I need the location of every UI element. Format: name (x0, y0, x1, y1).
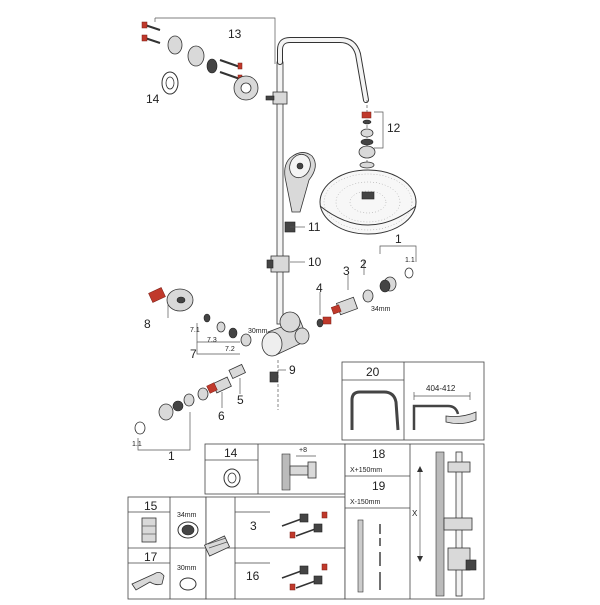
handle-group-left: 1.1 1 (132, 387, 209, 463)
wrench-icon (131, 572, 165, 591)
callout-9: 9 (289, 363, 296, 377)
bolts-bottom (281, 563, 328, 591)
rod-long (357, 519, 364, 593)
panel-20: 20 404-412 (341, 361, 485, 441)
riser-clamp (272, 91, 288, 105)
screw-bottom (141, 34, 161, 44)
dim-x-minus: X-150mm (350, 499, 381, 506)
callout-4: 4 (316, 281, 323, 295)
dim-x-plus: X+150mm (350, 467, 382, 474)
panel-18-19: 18 X+150mm 19 X-150mm X (344, 443, 485, 600)
part-4 (316, 318, 324, 328)
callout-7-3: 7.3 (207, 337, 217, 344)
left-assembly: 8 30mm 7.1 7.3 7.2 7 (144, 287, 268, 361)
nut (206, 58, 218, 74)
cartridge-3 (330, 296, 359, 316)
panel-16-label: 16 (246, 569, 260, 583)
handle-group-right: 1 1.1 2 34mm 3 4 (316, 232, 417, 328)
head-connector-parts: 12 (358, 111, 401, 169)
part-6 (206, 376, 232, 394)
callout-7: 7 (190, 347, 197, 361)
nut-2 (362, 289, 374, 303)
panel-20-label: 20 (366, 365, 380, 379)
callout-14: 14 (146, 92, 160, 106)
callout-1-bottom: 1 (168, 449, 175, 463)
callout-5: 5 (237, 393, 244, 407)
arm-dim-icon (412, 404, 460, 430)
callout-1-1-top: 1.1 (405, 257, 415, 264)
handle-left (158, 403, 174, 421)
dim-34-box: 34mm (177, 512, 197, 519)
panel-19-label: 19 (372, 479, 386, 493)
callout-1-top: 1 (395, 232, 402, 246)
dim-plus8: +8 (299, 447, 307, 454)
callout-7-2: 7.2 (225, 346, 235, 353)
dim-34-top: 34mm (371, 306, 391, 313)
callout-6: 6 (218, 409, 225, 423)
hand-shower (284, 152, 316, 213)
spring-icon (203, 535, 231, 557)
panel-15-17: 15 17 34mm 30mm (127, 496, 207, 600)
arm-icon (350, 390, 400, 431)
shower-riser (265, 37, 369, 325)
dim-x: X (412, 509, 418, 518)
wall-mount-group: 13 14 (141, 17, 276, 106)
bolts-top (281, 511, 328, 539)
part-5 (228, 363, 246, 380)
panel-3-16: 3 16 (203, 496, 346, 600)
callout-12: 12 (387, 121, 401, 135)
part-8-tip (148, 287, 166, 303)
panel-18-label: 18 (372, 447, 386, 461)
hand-shower-holder (270, 255, 290, 273)
dim-30-box: 30mm (177, 565, 197, 572)
connector-top (361, 111, 372, 119)
bracket (187, 45, 205, 67)
callout-3: 3 (343, 264, 350, 278)
panel-14: 14 +8 (204, 443, 346, 495)
lower-assembly: 5 6 9 (206, 363, 296, 423)
callout-2: 2 (360, 257, 367, 271)
ring-icon-2 (179, 577, 197, 591)
cap-left (134, 421, 146, 435)
dim-range: 404-412 (426, 384, 456, 393)
callout-8: 8 (144, 317, 151, 331)
callout-7-1: 7.1 (190, 327, 200, 334)
panel-17-label: 17 (144, 550, 158, 564)
part-9 (269, 371, 279, 383)
head-shower (319, 169, 417, 235)
sleeve-icon (141, 517, 157, 543)
dim-30-mid: 30mm (248, 328, 268, 335)
panel-3-label: 3 (250, 519, 257, 533)
callout-13: 13 (228, 27, 242, 41)
thermostat-body (261, 311, 310, 378)
callout-1-1-bottom: 1.1 (132, 441, 142, 448)
wall-plate (167, 35, 183, 55)
panel-15-label: 15 (144, 499, 158, 513)
shower-arm (277, 37, 369, 103)
wall-section (435, 451, 445, 597)
screw-top (141, 21, 161, 31)
callout-10: 10 (308, 255, 322, 269)
panel-14-label: 14 (224, 446, 238, 460)
screws-right (219, 59, 243, 82)
callout-11: 11 (308, 220, 321, 234)
cap (404, 267, 414, 279)
